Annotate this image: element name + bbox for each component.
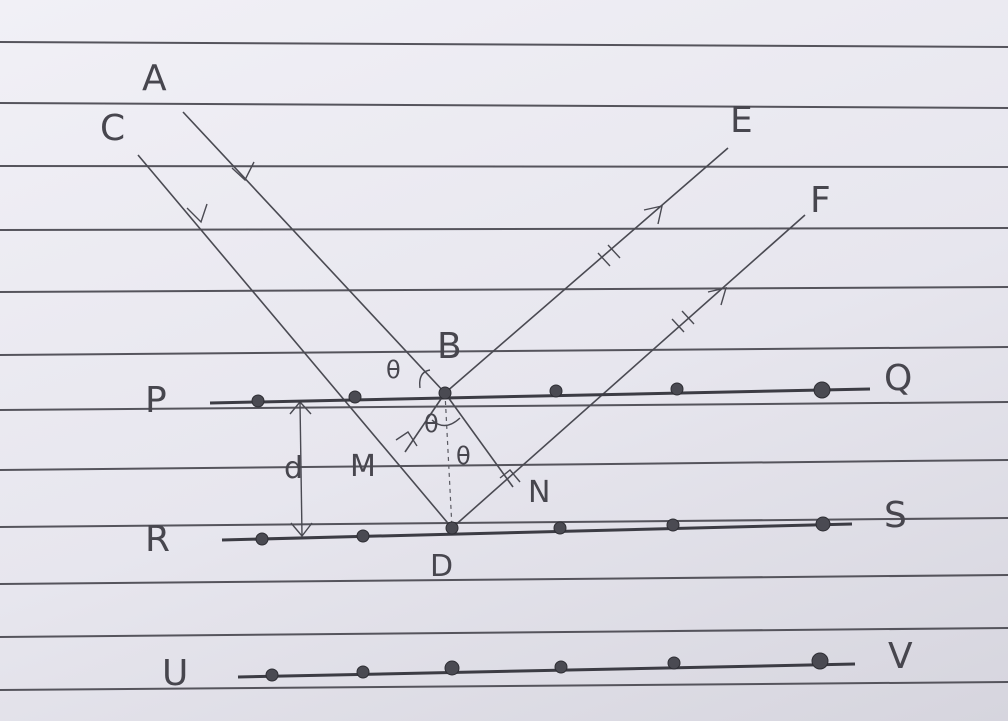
- label-A: A: [142, 58, 167, 99]
- perpendicular-BN: [444, 392, 514, 488]
- label-M: M: [350, 449, 376, 484]
- label-D: D: [430, 549, 453, 584]
- atom: [356, 665, 370, 679]
- spacing-line: [299, 401, 303, 537]
- atom: [265, 668, 279, 682]
- atom: [255, 532, 269, 546]
- label-C: C: [100, 108, 125, 149]
- label-Q: Q: [884, 358, 912, 399]
- ruled-line: [0, 165, 1008, 168]
- atom: [438, 386, 452, 400]
- atom: [444, 660, 460, 676]
- atom: [666, 518, 680, 532]
- label-N: N: [528, 475, 550, 510]
- ruled-line: [0, 574, 1008, 585]
- label-theta-mid: θ: [424, 410, 439, 438]
- ruled-lines: [0, 41, 1008, 691]
- perpendicular-BM: [404, 392, 446, 453]
- ruled-line: [0, 41, 1008, 48]
- plane-line-RS: [221, 522, 853, 542]
- atom: [811, 652, 829, 670]
- angle-arc-theta-top: [419, 369, 431, 389]
- right-angle-N: [499, 469, 521, 483]
- labels: A C E F B P Q R S U V M N D d θ θ θ: [100, 58, 913, 694]
- label-theta-low: θ: [456, 442, 471, 470]
- plane-line-PQ: [209, 387, 871, 405]
- atom: [813, 381, 831, 399]
- tick-mark: [681, 310, 695, 325]
- tick-mark: [607, 244, 621, 259]
- label-R: R: [145, 519, 170, 560]
- atom: [445, 521, 459, 535]
- ruled-line: [0, 227, 1008, 231]
- tick-mark: [597, 252, 611, 267]
- atom: [670, 382, 684, 396]
- arrow-ray-F: [707, 287, 728, 306]
- atom: [348, 390, 362, 404]
- ruled-line: [0, 681, 1008, 691]
- ray-B-to-E: [444, 147, 729, 394]
- spacing-arrow-bottom: [290, 522, 313, 538]
- ray-D-to-F: [451, 214, 806, 529]
- right-angle-M: [395, 431, 418, 447]
- plane-UV: [237, 652, 856, 682]
- plane-RS: [221, 516, 853, 546]
- label-theta-top: θ: [386, 356, 401, 384]
- arrow-ray-C: [186, 203, 208, 224]
- label-P: P: [145, 380, 167, 421]
- ruled-line: [0, 459, 1008, 471]
- ruled-line: [0, 102, 1008, 109]
- ruled-line: [0, 401, 1008, 411]
- construction-lines: [395, 369, 521, 529]
- ruled-line: [0, 517, 1008, 528]
- ruled-line: [0, 286, 1008, 293]
- ray-C-to-D: [137, 154, 453, 529]
- label-E: E: [730, 100, 753, 141]
- incident-rays: [137, 111, 453, 529]
- arrow-ray-E: [643, 205, 663, 225]
- atom: [667, 656, 681, 670]
- plane-line-UV: [237, 662, 856, 679]
- atom: [553, 521, 567, 535]
- label-d: d: [284, 451, 303, 486]
- label-B: B: [437, 326, 462, 367]
- atom: [554, 660, 568, 674]
- ruled-line: [0, 627, 1008, 638]
- ray-A-to-B: [182, 111, 446, 394]
- reflected-rays: [444, 147, 806, 529]
- label-U: U: [162, 653, 188, 694]
- ruled-line: [0, 346, 1008, 356]
- label-S: S: [884, 495, 907, 536]
- atom: [251, 394, 265, 408]
- atom: [815, 516, 831, 532]
- arrow-ray-A: [231, 161, 255, 182]
- plane-PQ: [209, 381, 871, 408]
- normal-B-to-D: [444, 392, 453, 529]
- atom: [549, 384, 563, 398]
- tick-mark: [671, 318, 685, 333]
- atom: [356, 529, 370, 543]
- angle-arc-theta-inner: [431, 417, 461, 427]
- label-V: V: [888, 636, 913, 677]
- label-F: F: [810, 180, 831, 221]
